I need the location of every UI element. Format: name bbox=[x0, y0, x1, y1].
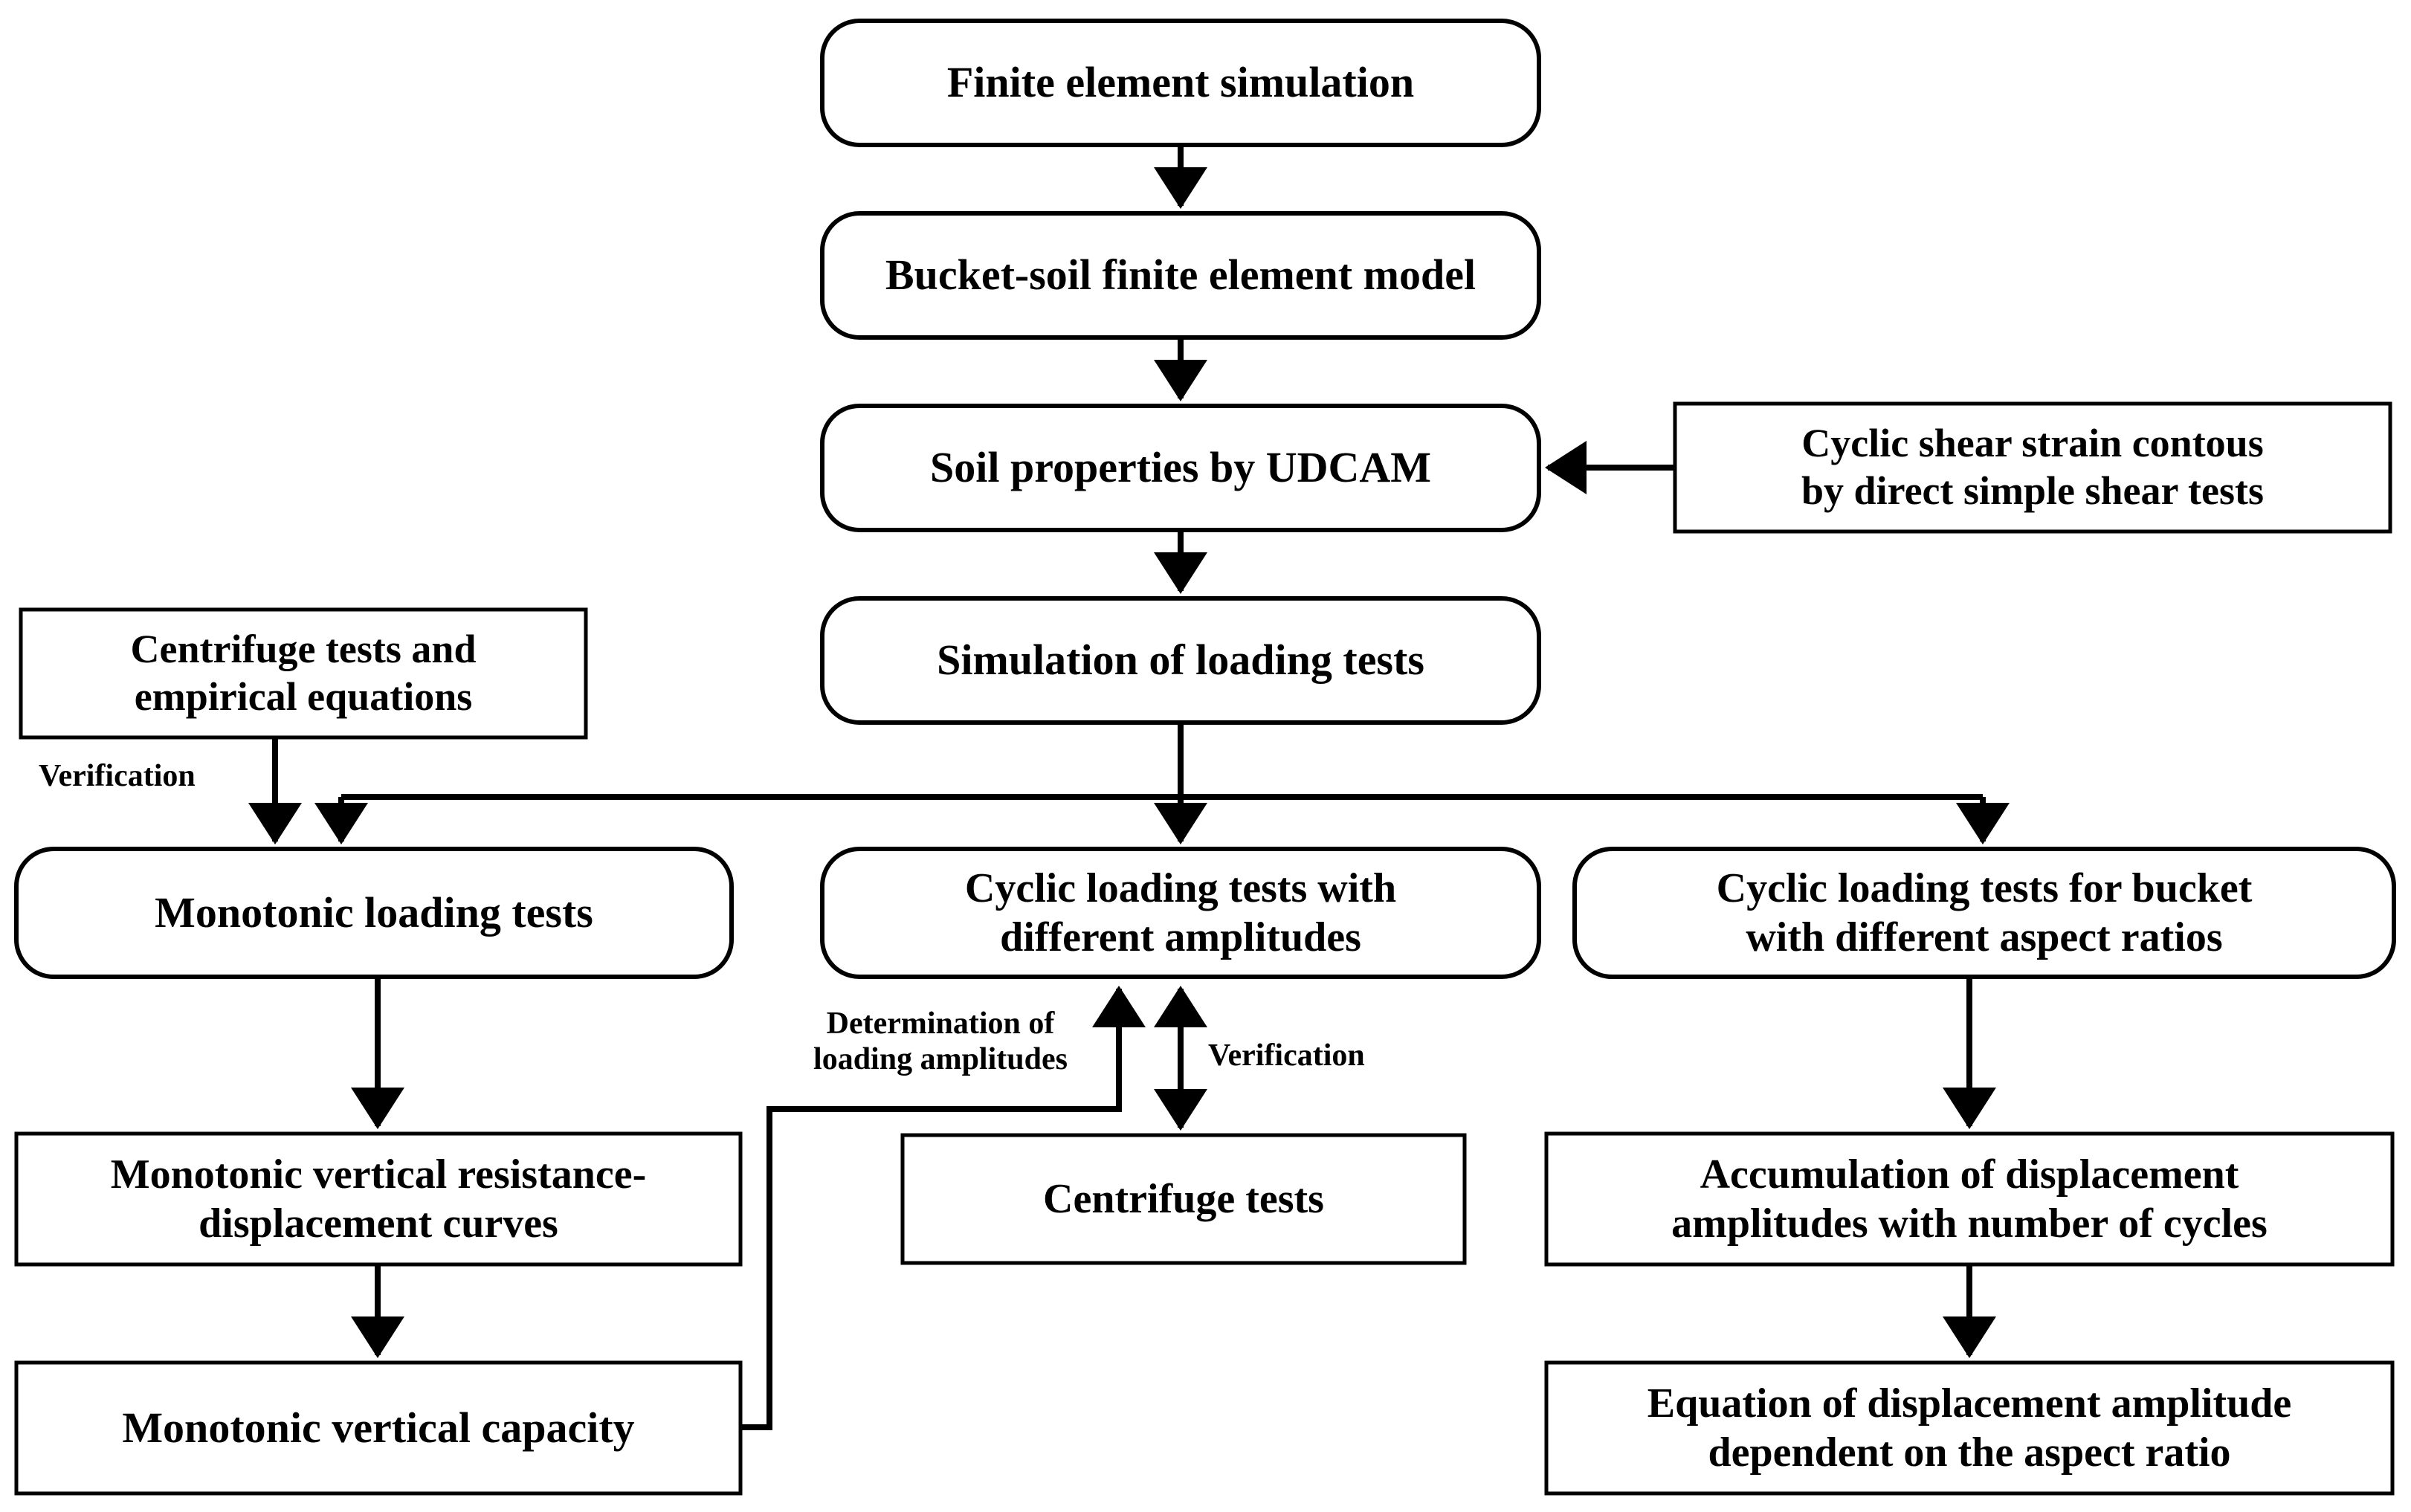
node-soil-properties-udcam[interactable] bbox=[820, 404, 1541, 532]
edge-label-verification-center: Verification bbox=[1208, 1038, 1365, 1073]
node-monotonic-vertical-capacity[interactable] bbox=[14, 1360, 743, 1496]
node-cyclic-shear-strain[interactable] bbox=[1673, 401, 2392, 534]
node-simulation-loading-tests[interactable] bbox=[820, 596, 1541, 725]
node-cyclic-loading-amplitudes[interactable] bbox=[820, 847, 1541, 979]
node-bucket-soil-model[interactable] bbox=[820, 211, 1541, 340]
edge-capacity-to-cyclic-elbow bbox=[740, 986, 1146, 1430]
node-monotonic-resistance-curves[interactable] bbox=[14, 1131, 743, 1267]
node-monotonic-loading-tests[interactable] bbox=[14, 847, 734, 979]
node-equation-displacement-amplitude[interactable] bbox=[1544, 1360, 2395, 1496]
node-accumulation-displacement[interactable] bbox=[1544, 1131, 2395, 1267]
edge-label-determination-of-loading-amplitudes: Determination of loading amplitudes bbox=[813, 1007, 1068, 1077]
node-finite-element-simulation[interactable] bbox=[820, 19, 1541, 147]
edge-label-verification-left: Verification bbox=[39, 759, 196, 793]
node-centrifuge-empirical[interactable] bbox=[19, 607, 588, 740]
node-cyclic-loading-aspect-ratios[interactable] bbox=[1572, 847, 2396, 979]
node-centrifuge-tests[interactable] bbox=[900, 1133, 1467, 1265]
